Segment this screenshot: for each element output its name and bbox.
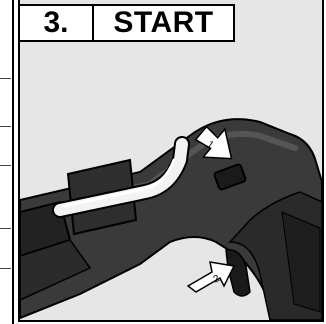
step-number: 3. [20, 6, 94, 40]
callout-arrow-2: 2 [188, 262, 234, 292]
step-title: START [94, 6, 233, 40]
step-header: 3. START [18, 4, 235, 42]
adjacent-panel-edge [0, 0, 14, 324]
glue-gun-illustration: 1 2 [20, 42, 322, 320]
